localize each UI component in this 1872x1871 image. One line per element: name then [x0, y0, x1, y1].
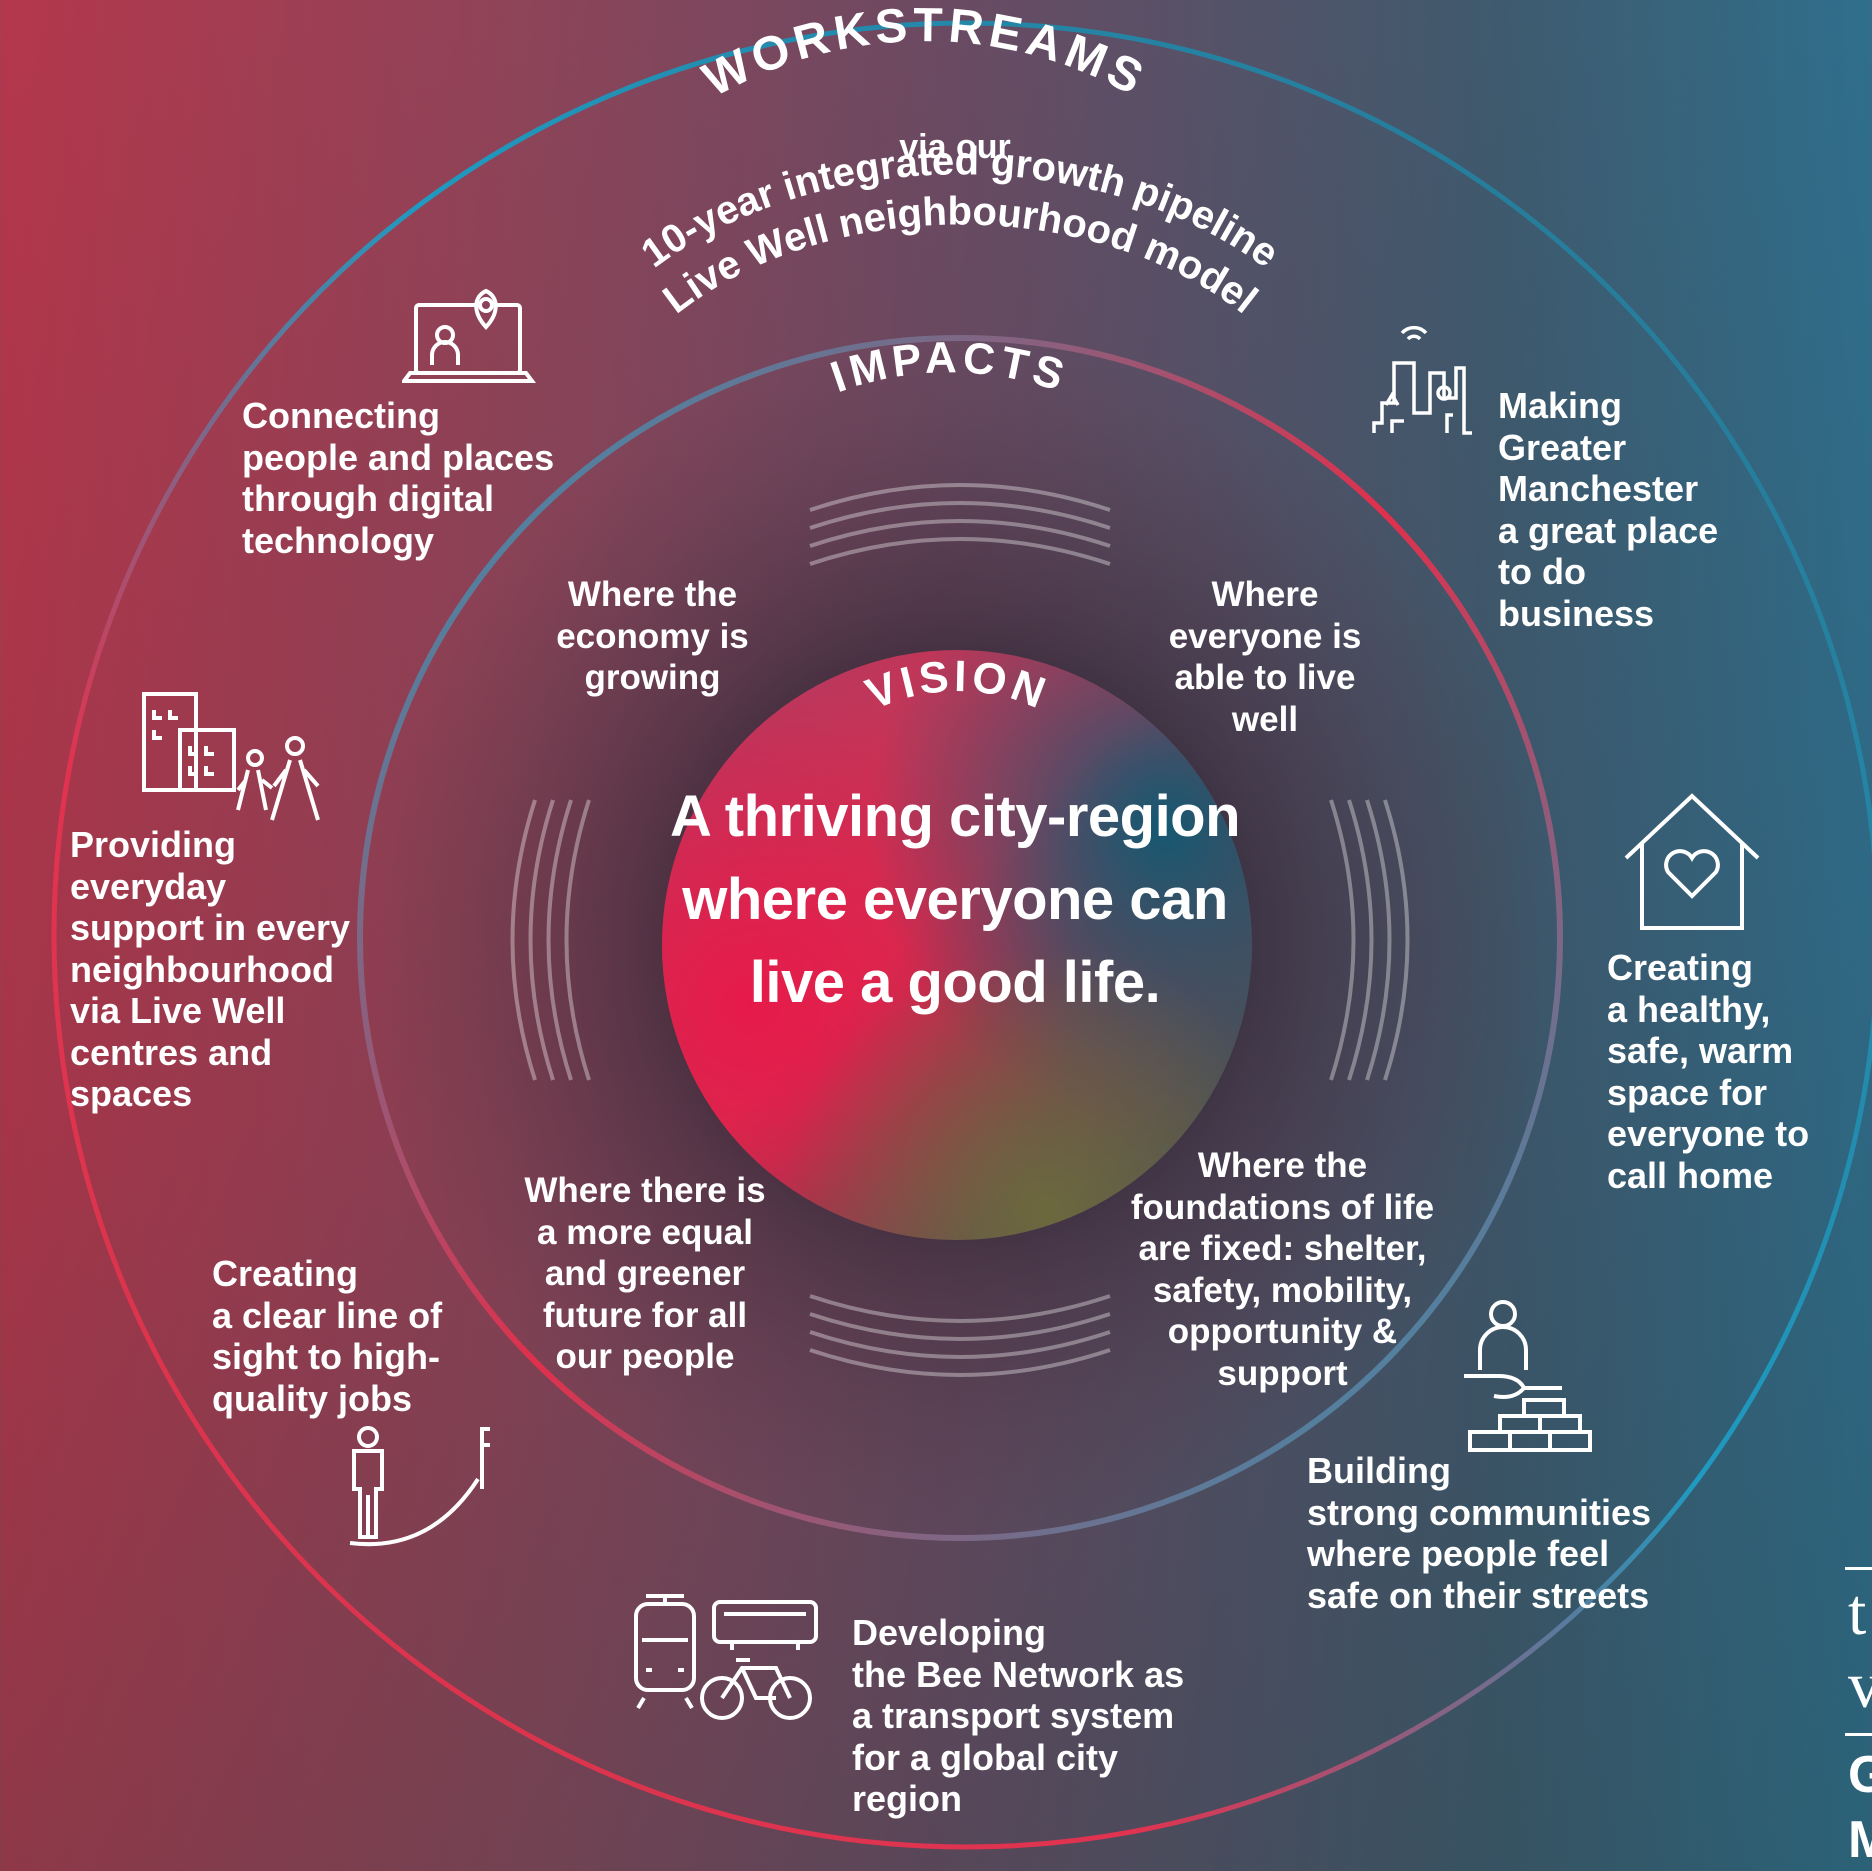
- outer-ring: [51, 20, 1872, 1850]
- workstream-creating-home: Creating a healthy, safe, warm space for…: [1607, 947, 1827, 1196]
- inner-ring: [357, 335, 1563, 1541]
- laptop-location-icon: [402, 288, 536, 383]
- workstream-lead: Connecting: [242, 395, 440, 436]
- workstream-desc: strong communities where people feel saf…: [1307, 1491, 1652, 1616]
- impact-economy: Where the economy is growing: [556, 575, 749, 697]
- workstream-lead: Making: [1498, 385, 1623, 426]
- impact-live-well: Where everyone is able to live well: [1168, 575, 1362, 739]
- workstream-lead: Creating: [1607, 947, 1754, 988]
- vision-statement: A thriving city-region where everyone ca…: [669, 784, 1241, 1015]
- edge-text-v: v: [1848, 1649, 1872, 1722]
- workstream-lead: Providing: [70, 824, 237, 865]
- edge-text-g: G: [1848, 1746, 1872, 1804]
- city-skyline-icon: [1372, 325, 1472, 435]
- person-goal-icon: [349, 1426, 490, 1547]
- ripple-arcs: [510, 483, 1410, 1377]
- workstream-making: Making Greater Manchester a great place …: [1498, 385, 1723, 634]
- workstream-lead: Developing: [852, 1612, 1047, 1653]
- workstream-providing: Providing everyday support in every neig…: [70, 824, 360, 1115]
- workstream-desc: the Bee Network as a transport system fo…: [852, 1653, 1185, 1820]
- edge-text-t: t: [1848, 1576, 1867, 1649]
- edge-text-m: M: [1848, 1811, 1872, 1869]
- edge-rule-top: [1845, 1567, 1872, 1570]
- transport-icon: [634, 1594, 818, 1720]
- workstream-desc: people and places through digital techno…: [242, 436, 555, 561]
- via-our-text: via our: [899, 128, 1011, 166]
- workstream-building: Building strong communities where people…: [1307, 1450, 1667, 1616]
- workstream-connecting: Connecting people and places through dig…: [242, 395, 582, 561]
- impact-equal-greener: Where there is a more equal and greener …: [524, 1171, 766, 1376]
- hand-bricks-icon: [1464, 1300, 1592, 1452]
- workstreams-heading: WORKSTREAMS: [695, 0, 1156, 107]
- vision-core: [662, 650, 1252, 1240]
- workstream-desc: a healthy, safe, warm space for everyone…: [1607, 988, 1810, 1196]
- workstream-lead: Building: [1307, 1450, 1451, 1491]
- house-heart-icon: [1624, 793, 1760, 930]
- workstream-desc: a clear line of sight to high-quality jo…: [212, 1294, 443, 1419]
- edge-rule-bottom: [1845, 1733, 1872, 1736]
- workstream-developing: Developing the Bee Network as a transpor…: [852, 1612, 1202, 1820]
- workstream-desc: Greater Manchester a great place to do b…: [1498, 426, 1719, 634]
- workstream-creating-jobs: Creating a clear line of sight to high-q…: [212, 1253, 462, 1419]
- building-family-icon: [142, 692, 320, 821]
- workstream-desc: everyday support in every neighbourhood …: [70, 865, 351, 1115]
- workstream-lead: Creating: [212, 1253, 359, 1294]
- impact-foundations: Where the foundations of life are fixed:…: [1130, 1146, 1435, 1393]
